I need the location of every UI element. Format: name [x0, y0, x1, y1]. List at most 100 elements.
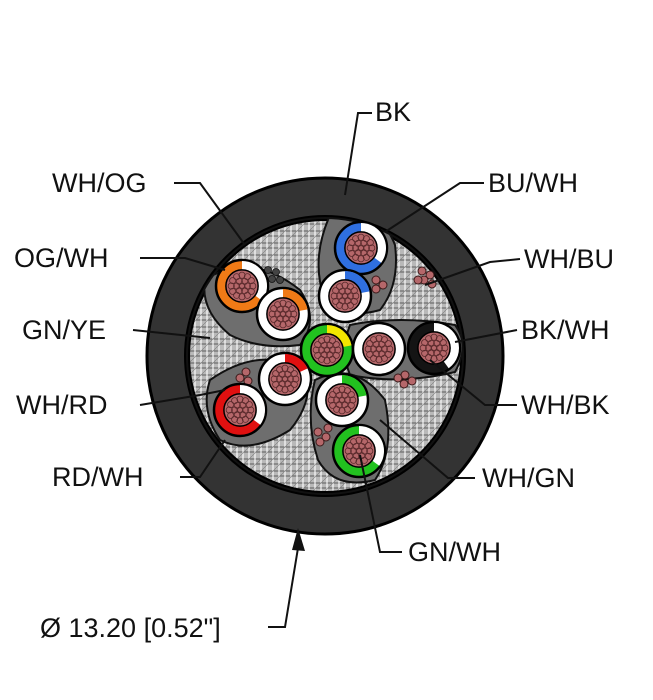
- copper-strand: [236, 417, 244, 425]
- conductor-wh-gn-copper-core: [325, 383, 359, 417]
- copper-strand: [276, 384, 284, 392]
- copper-strand: [366, 447, 374, 455]
- copper-strand: [276, 366, 284, 374]
- copper-strand: [281, 386, 289, 394]
- copper-strand: [323, 357, 331, 365]
- copper-strand: [332, 297, 340, 305]
- copper-strand: [231, 397, 239, 405]
- copper-strand: [245, 401, 253, 409]
- copper-strand: [243, 291, 251, 299]
- copper-strand: [350, 287, 358, 295]
- copper-strand: [286, 384, 294, 392]
- copper-strand: [334, 346, 342, 354]
- copper-strand: [227, 282, 235, 290]
- copper-strand: [323, 335, 331, 343]
- copper-strand: [347, 401, 355, 409]
- copper-strand: [362, 253, 370, 261]
- conductor-wh-og: [255, 286, 311, 342]
- copper-strand: [435, 353, 443, 361]
- copper-strand: [341, 303, 349, 311]
- conductor-wh-bu-copper-core: [328, 279, 362, 313]
- label-wh-bk: WH/BK: [521, 390, 610, 420]
- copper-strand: [341, 281, 349, 289]
- copper-strand: [352, 235, 360, 243]
- label-rd-wh: RD/WH: [52, 462, 143, 492]
- copper-strand: [425, 353, 433, 361]
- label-gn-ye: GN/YE: [22, 315, 106, 345]
- copper-strand: [344, 447, 352, 455]
- copper-strand: [328, 337, 336, 345]
- conductor-bu-wh-copper-core: [344, 231, 378, 265]
- copper-strand: [355, 436, 363, 444]
- copper-strand: [364, 452, 372, 460]
- copper-strand: [249, 282, 257, 290]
- copper-strand: [238, 293, 246, 301]
- drain-wires: [235, 266, 437, 447]
- copper-strand: [233, 273, 241, 281]
- copper-strand: [366, 239, 374, 247]
- copper-strand: [338, 385, 346, 393]
- copper-strand: [364, 442, 372, 450]
- copper-strand: [229, 287, 237, 295]
- copper-strand: [290, 370, 298, 378]
- conductor-wh-bk-copper-core: [417, 331, 451, 365]
- copper-strand: [332, 341, 340, 349]
- copper-strand: [227, 401, 235, 409]
- copper-strand: [288, 315, 296, 323]
- copper-strand: [284, 319, 292, 327]
- copper-strand: [349, 396, 357, 404]
- label-wh-bu: WH/BU: [524, 244, 614, 274]
- copper-strand: [352, 253, 360, 261]
- conductor-bk-wh: [351, 321, 407, 377]
- copper-strand: [231, 415, 239, 423]
- copper-strand: [350, 297, 358, 305]
- dimension-label: Ø 13.20 [0.52"]: [40, 613, 221, 643]
- label-bk-wh: BK/WH: [521, 315, 610, 345]
- copper-strand: [357, 255, 365, 263]
- copper-strand: [270, 305, 278, 313]
- copper-strand: [375, 334, 383, 342]
- copper-strand: [352, 292, 360, 300]
- copper-strand: [286, 366, 294, 374]
- copper-strand: [368, 244, 376, 252]
- copper-strand: [336, 283, 344, 291]
- copper-strand: [272, 380, 280, 388]
- copper-strand: [333, 387, 341, 395]
- copper-strand: [360, 438, 368, 446]
- copper-strand: [229, 277, 237, 285]
- copper-strand: [347, 391, 355, 399]
- copper-strand: [247, 406, 255, 414]
- copper-strand: [380, 354, 388, 362]
- copper-strand: [380, 336, 388, 344]
- conductor-wh-og-copper-core: [266, 297, 300, 331]
- copper-strand: [441, 344, 449, 352]
- conductor-gn-ye: [299, 322, 355, 378]
- copper-strand: [364, 345, 372, 353]
- copper-strand: [384, 350, 392, 358]
- copper-strand: [366, 249, 374, 257]
- copper-strand: [357, 233, 365, 241]
- label-wh-gn: WH/GN: [482, 463, 575, 493]
- copper-strand: [350, 456, 358, 464]
- leader-lines: [132, 112, 521, 628]
- copper-strand: [375, 356, 383, 364]
- label-bu-wh: BU/WH: [488, 168, 578, 198]
- copper-strand: [279, 299, 287, 307]
- conductor-wh-bk: [406, 320, 462, 376]
- label-gn-wh: GN/WH: [408, 537, 501, 567]
- conductor-og-wh-copper-core: [225, 269, 259, 303]
- conductor-wh-bu: [317, 268, 373, 324]
- conductor-gn-wh: [331, 423, 387, 479]
- copper-strand: [435, 335, 443, 343]
- copper-strand: [329, 391, 337, 399]
- copper-strand: [439, 349, 447, 357]
- copper-strand: [268, 310, 276, 318]
- copper-strand: [247, 287, 255, 295]
- copper-strand: [362, 235, 370, 243]
- copper-strand: [439, 339, 447, 347]
- conductor-wh-rd: [257, 351, 313, 407]
- dimension-arrowhead: [292, 528, 305, 551]
- conductor-wh-rd-copper-core: [268, 362, 302, 396]
- copper-strand: [421, 339, 429, 347]
